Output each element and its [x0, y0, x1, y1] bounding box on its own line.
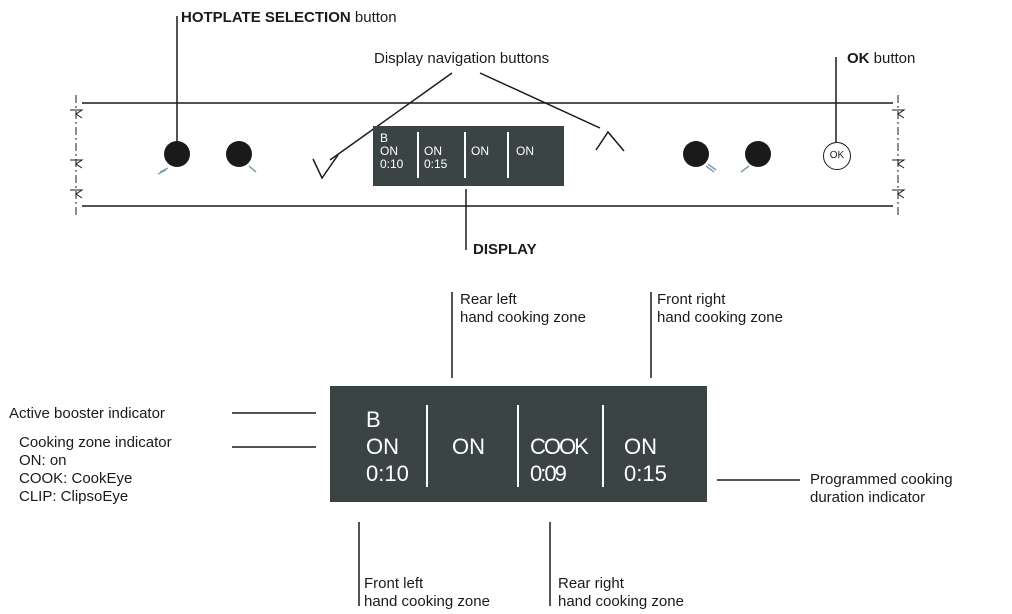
display-nav-label: Display navigation buttons	[374, 50, 550, 67]
chevron-down-icon	[312, 154, 339, 180]
big-zone-4: ON 0:15	[624, 434, 667, 486]
big-zone-3: COOK 0:09	[530, 434, 589, 486]
leader-nav-up	[479, 72, 601, 129]
small-zone-4: ON	[516, 144, 534, 158]
small-zone-3: ON	[471, 144, 489, 158]
display-panel-small: B ON 0:10 ON 0:15 ON ON	[373, 126, 564, 186]
chevron-up-icon	[595, 130, 625, 152]
display-panel-large: B ON 0:10 ON COOK 0:09 ON 0:15	[330, 386, 707, 502]
hotplate-knob-2[interactable]	[226, 141, 252, 167]
hotplate-knob-4[interactable]	[745, 141, 771, 167]
rear-right-label: Rear right hand cooking zone	[558, 575, 684, 610]
display-label: DISPLAY	[473, 241, 537, 258]
front-left-label: Front left hand cooking zone	[364, 575, 490, 610]
big-zone-1: B ON 0:10	[366, 407, 409, 486]
hotplate-selection-label: HOTPLATE SELECTION button	[181, 9, 397, 26]
cooking-zone-indicator-label: Cooking zone indicator ON: on COOK: Cook…	[19, 434, 172, 505]
big-zone-2: ON	[452, 434, 485, 459]
hotplate-knob-3[interactable]	[683, 141, 709, 167]
hotplate-knob-1[interactable]	[164, 141, 190, 167]
ok-button[interactable]: OK	[823, 142, 851, 170]
programmed-duration-label: Programmed cooking duration indicator	[810, 471, 953, 506]
small-zone-2: ON 0:15	[424, 144, 448, 171]
front-right-label: Front right hand cooking zone	[657, 291, 783, 326]
active-booster-label: Active booster indicator	[9, 405, 165, 422]
small-zone-1: B ON 0:10	[380, 131, 404, 171]
rear-left-label: Rear left hand cooking zone	[460, 291, 586, 326]
leader-nav-down	[329, 72, 453, 161]
ok-label: OK button	[847, 50, 916, 67]
